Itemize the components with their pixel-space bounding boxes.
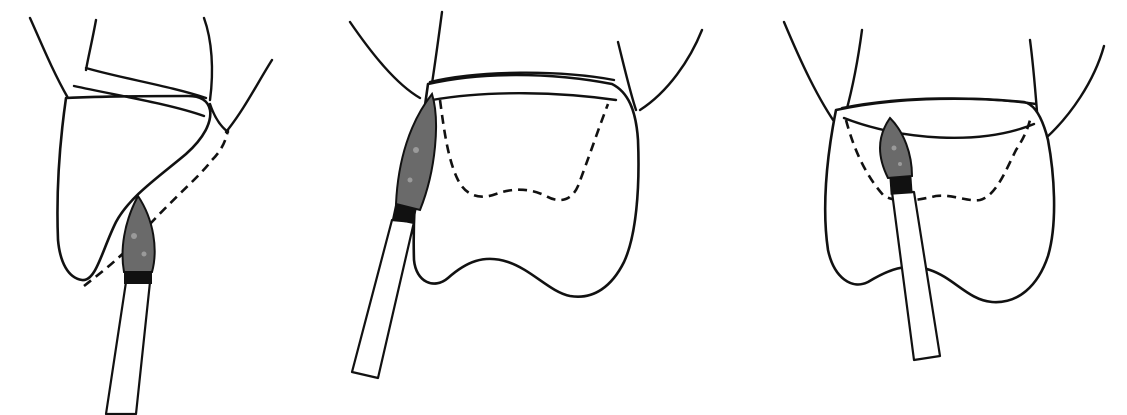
panel-2 bbox=[350, 12, 702, 378]
panel-2-crown bbox=[414, 75, 639, 297]
panel-2-bur-texture bbox=[413, 147, 419, 153]
panel-1 bbox=[30, 18, 272, 414]
panel-3-bur-texture bbox=[892, 146, 897, 151]
panel-1-gingiva-left bbox=[30, 18, 68, 98]
panel-1-bur-collar bbox=[124, 272, 152, 284]
panel-3-gingiva-left bbox=[784, 22, 840, 130]
panel-3 bbox=[784, 22, 1104, 360]
panel-1-bur-texture bbox=[142, 252, 147, 257]
panel-1-root-line-right bbox=[204, 18, 212, 100]
panel-3-gingiva-right bbox=[1046, 46, 1104, 138]
panel-2-gingiva-left bbox=[350, 22, 420, 98]
panel-3-bur-texture bbox=[898, 162, 902, 166]
panel-3-root-line-left bbox=[846, 30, 862, 112]
panel-1-cej-line-upper bbox=[86, 68, 206, 98]
panel-2-gingiva-right bbox=[640, 30, 702, 110]
panel-1-gingiva-right bbox=[226, 60, 272, 132]
panel-1-bur-shank bbox=[106, 282, 150, 414]
panel-2-bur-shank bbox=[352, 220, 414, 378]
panel-2-bur-texture bbox=[408, 178, 413, 183]
panel-1-root-line-left bbox=[86, 20, 96, 70]
panel-1-bur-texture bbox=[131, 233, 137, 239]
panel-1-proximal-surface bbox=[210, 104, 228, 132]
